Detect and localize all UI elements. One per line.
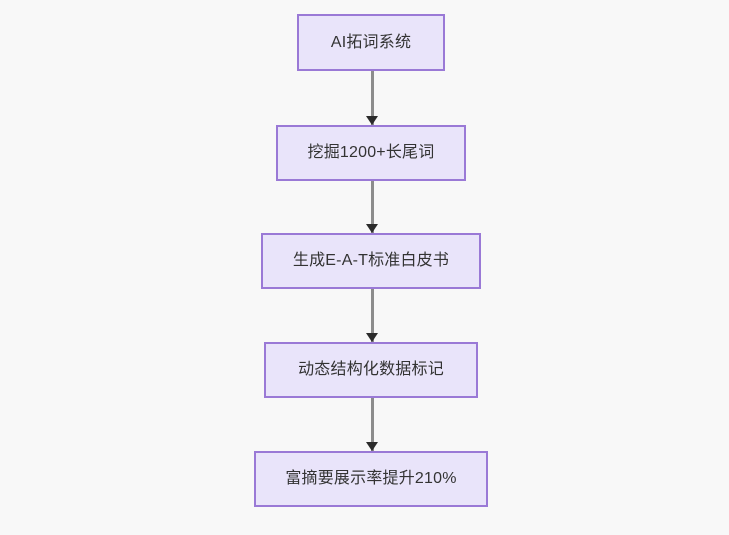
flow-node-n3[interactable]: 生成E-A-T标准白皮书 <box>261 233 481 289</box>
connector-line <box>371 398 374 451</box>
arrowhead-down-icon <box>366 333 378 342</box>
flow-node-label: 挖掘1200+长尾词 <box>307 144 435 162</box>
connector-line <box>371 181 374 233</box>
arrowhead-down-icon <box>366 442 378 451</box>
flow-node-label: AI拓词系统 <box>330 33 412 51</box>
flow-node-n2[interactable]: 挖掘1200+长尾词 <box>276 125 466 181</box>
connector-line <box>371 71 374 125</box>
arrowhead-down-icon <box>366 224 378 233</box>
flow-node-n1[interactable]: AI拓词系统 <box>297 14 445 71</box>
flow-node-n4[interactable]: 动态结构化数据标记 <box>264 342 478 398</box>
flow-node-label: 动态结构化数据标记 <box>298 361 444 379</box>
flow-node-n5[interactable]: 富摘要展示率提升210% <box>254 451 488 507</box>
arrowhead-down-icon <box>366 116 378 125</box>
connector-line <box>371 289 374 342</box>
flow-node-label: 生成E-A-T标准白皮书 <box>292 252 450 270</box>
flow-node-label: 富摘要展示率提升210% <box>285 470 457 488</box>
